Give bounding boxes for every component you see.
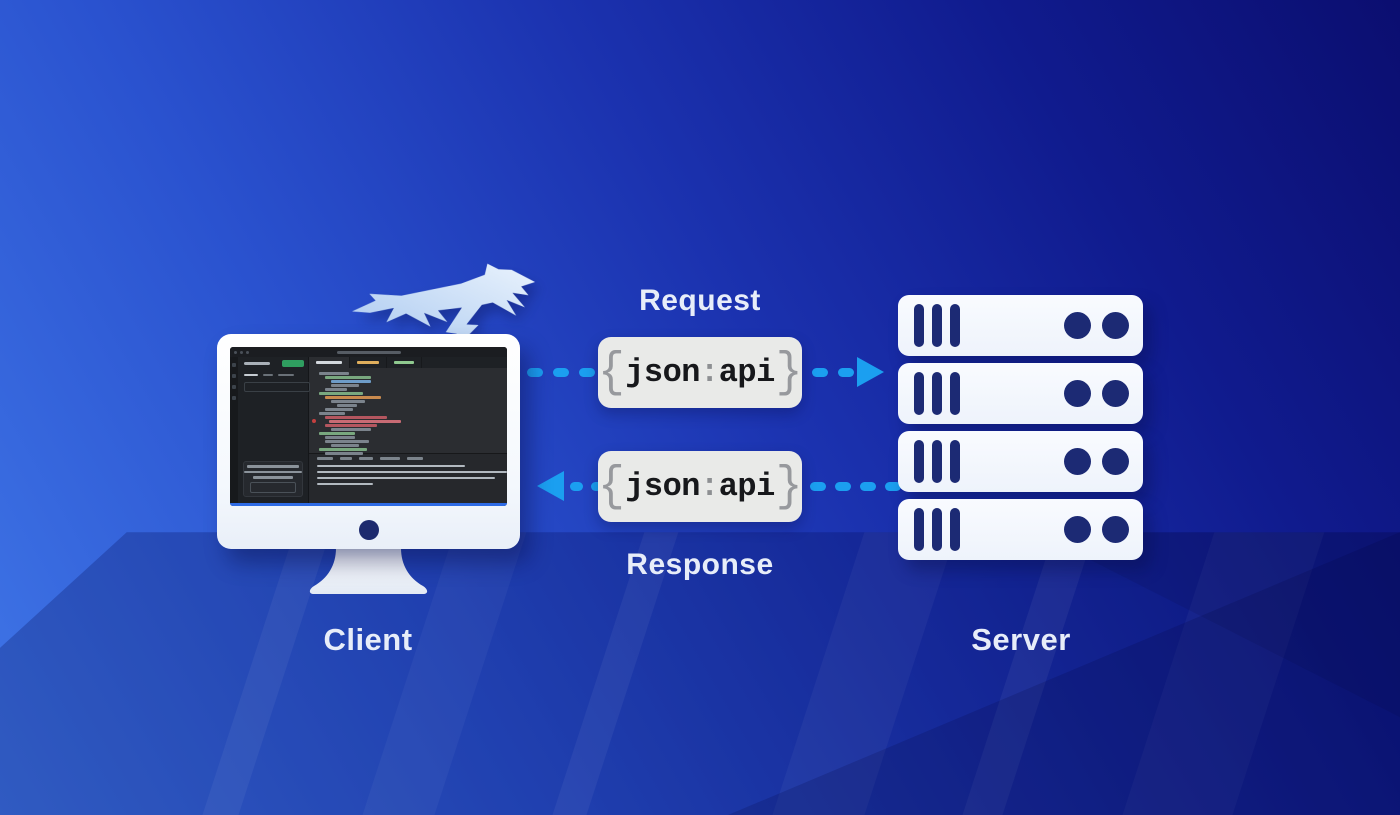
window-controls-icon <box>234 350 249 354</box>
request-arrowhead-icon <box>857 357 884 387</box>
server-unit <box>898 295 1143 356</box>
code-line <box>319 372 349 375</box>
server-unit <box>898 431 1143 492</box>
response-dashes-right <box>810 482 901 491</box>
server-vent-bars-icon <box>914 304 960 347</box>
code-line <box>325 440 369 443</box>
code-line <box>329 420 401 423</box>
server-rack-stack <box>898 295 1143 567</box>
client-computer <box>217 334 520 549</box>
editor-tab <box>387 357 422 368</box>
close-brace: } <box>775 458 802 515</box>
sidebar-search-box <box>238 380 310 392</box>
code-line <box>331 380 371 383</box>
server-unit <box>898 499 1143 560</box>
code-line <box>325 452 363 455</box>
code-line <box>319 412 345 415</box>
response-arrowhead-icon <box>537 471 564 501</box>
editor-main <box>309 357 507 503</box>
monitor-logo-dot <box>358 520 379 540</box>
code-line <box>325 388 347 391</box>
server-label: Server <box>971 622 1071 657</box>
editor-sidebar <box>238 357 310 503</box>
editor-tab <box>309 357 350 368</box>
open-brace: { <box>598 458 625 515</box>
request-dashes-right <box>812 368 854 377</box>
request-dashes-left <box>527 368 595 377</box>
client-label: Client <box>323 622 413 657</box>
server-drive-dots-icon <box>1064 448 1129 475</box>
code-line <box>331 384 359 387</box>
json-api-badge-request: {json:api} <box>598 337 802 408</box>
code-area <box>309 368 507 455</box>
monitor-stand <box>309 548 428 594</box>
json-api-badge-response: {json:api} <box>598 451 802 522</box>
code-line <box>325 396 381 399</box>
editor-tab <box>350 357 387 368</box>
server-drive-dots-icon <box>1064 380 1129 407</box>
code-line <box>325 376 371 379</box>
editor-console <box>309 453 507 503</box>
code-line <box>319 392 363 395</box>
gutter-error-dot <box>312 419 316 423</box>
code-line <box>319 448 367 451</box>
server-drive-dots-icon <box>1064 516 1129 543</box>
code-line <box>325 416 387 419</box>
response-label: Response <box>626 548 774 581</box>
code-line <box>337 404 357 407</box>
code-line <box>331 428 371 431</box>
request-label: Request <box>639 284 761 317</box>
editor-titlebar <box>230 347 507 357</box>
server-vent-bars-icon <box>914 372 960 415</box>
sidebar-green-button <box>282 360 304 367</box>
sidebar-notification <box>243 461 303 497</box>
code-editor-screen <box>230 347 507 506</box>
server-drive-dots-icon <box>1064 312 1129 339</box>
screen-bottom-bar <box>230 503 507 506</box>
code-line <box>325 436 355 439</box>
response-dashes-left <box>570 482 604 491</box>
code-line <box>319 432 355 435</box>
code-line <box>325 408 353 411</box>
server-unit <box>898 363 1143 424</box>
server-vent-bars-icon <box>914 440 960 483</box>
editor-activity-bar <box>230 357 238 503</box>
code-line <box>331 400 365 403</box>
code-line <box>331 444 359 447</box>
close-brace: } <box>775 344 802 401</box>
cheetah-lightning-logo <box>348 255 552 367</box>
code-line <box>325 424 377 427</box>
open-brace: { <box>598 344 625 401</box>
server-vent-bars-icon <box>914 508 960 551</box>
